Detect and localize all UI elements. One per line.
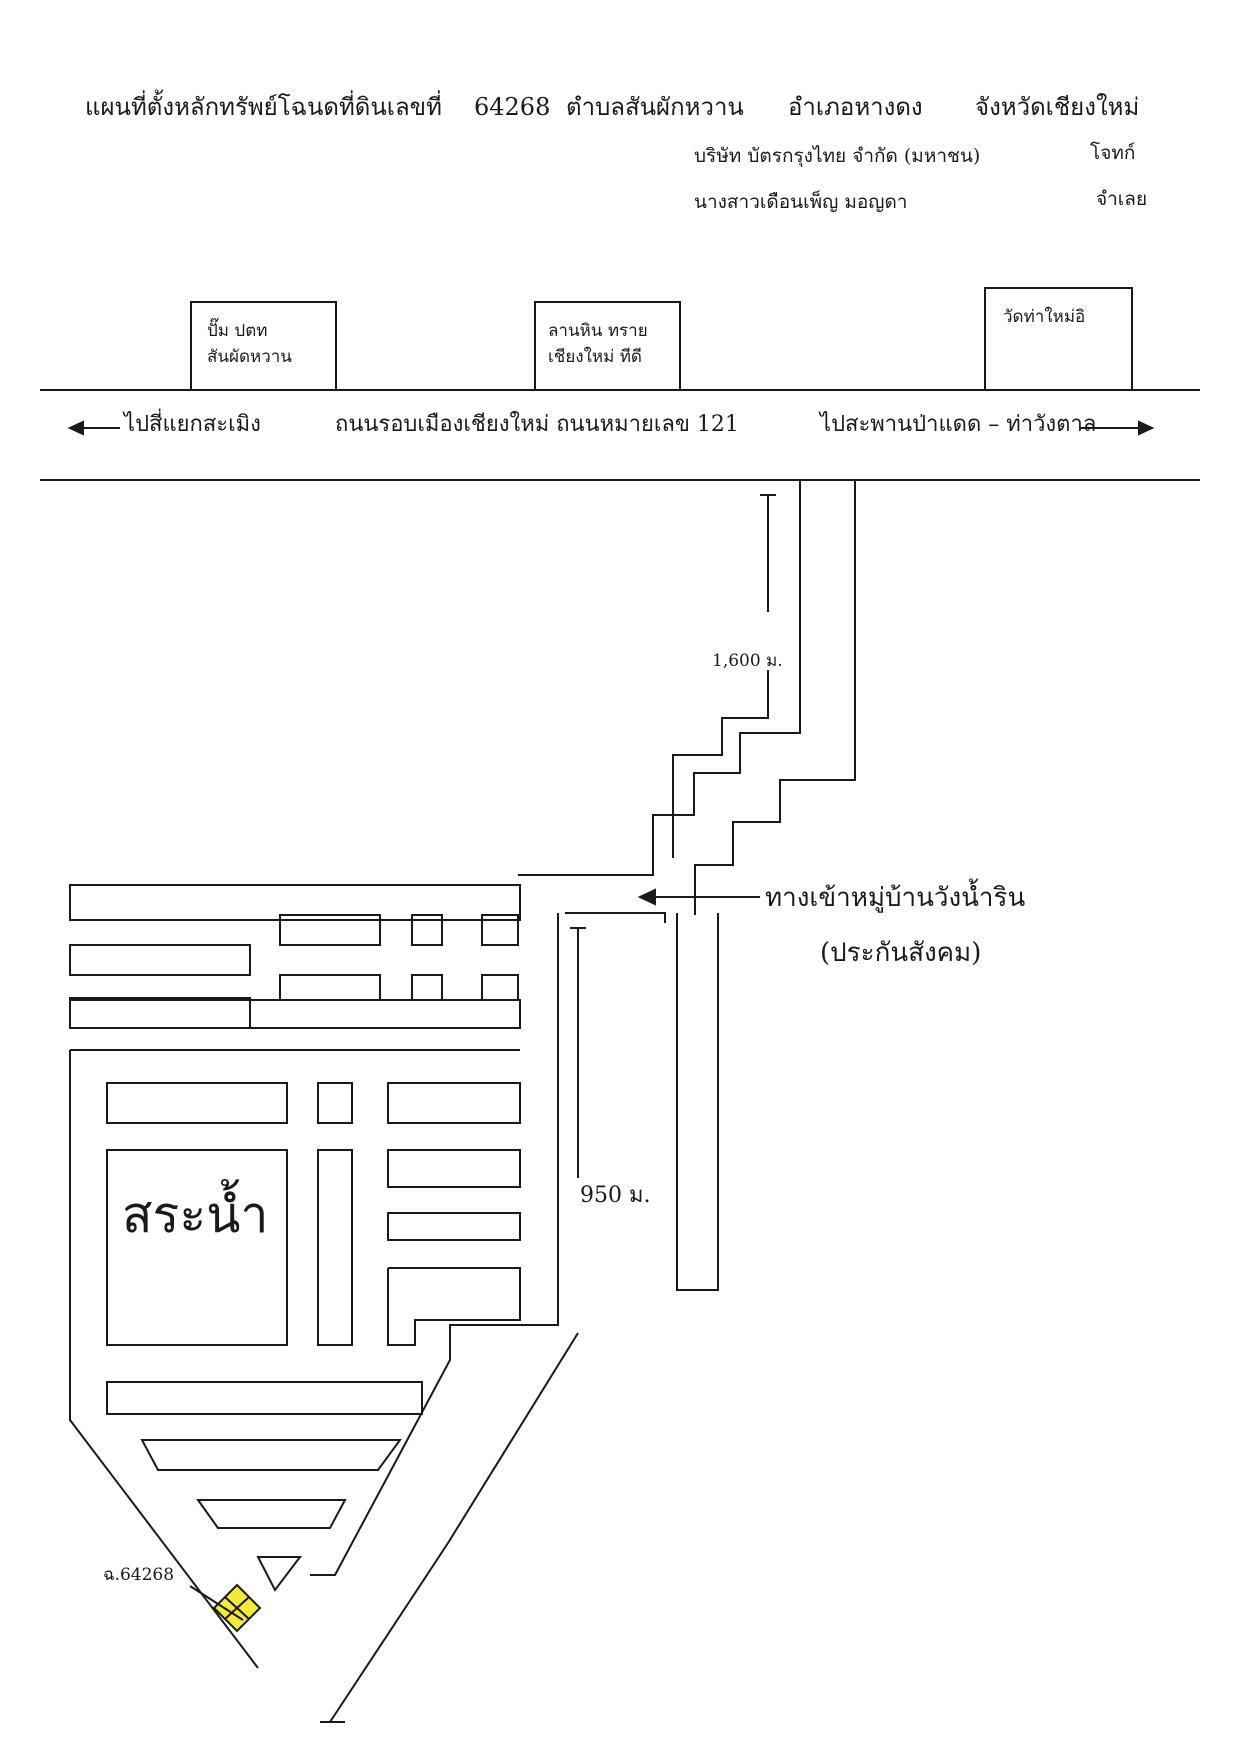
block-row3-a <box>69 997 251 1029</box>
block-row2-d <box>481 914 519 946</box>
province-label: จังหวัดเชียงใหม่ <box>975 93 1140 121</box>
block-mid-2 <box>317 1082 353 1124</box>
block-row4 <box>69 999 521 1029</box>
pond-label: สระน้ำ <box>122 1186 269 1244</box>
distance-main-lane: 1,600 ม. <box>712 651 783 671</box>
village-entrance-sub: (ประกันสังคม) <box>820 938 982 968</box>
defendant-role: จำเลย <box>1096 188 1148 210</box>
stone-sand-label: ลานหิน ทราย เชียงใหม่ ทีดี <box>548 321 648 368</box>
block-mid-4 <box>387 1149 521 1188</box>
defendant-name: นางสาวเดือนเพ็ญ มอญดา <box>694 191 908 213</box>
distance-inner-lane: 950 ม. <box>580 1183 651 1208</box>
deed-number: 64268 <box>474 93 551 121</box>
village-outer-east <box>310 913 559 1576</box>
road-left-direction: ไปสี่แยกสะเมิง <box>124 412 261 437</box>
block-row2-b <box>279 914 381 946</box>
village-south-east-edge <box>329 1332 579 1723</box>
block-low-1 <box>106 1381 423 1415</box>
left-arrow-head <box>67 420 84 436</box>
block-mid-1 <box>106 1082 288 1124</box>
block-low-4 <box>256 1556 303 1592</box>
pond-box <box>106 1149 288 1346</box>
block-mid-col <box>317 1149 353 1346</box>
block-mid-3 <box>387 1082 521 1124</box>
plot-marker-x2 <box>224 1596 250 1620</box>
block-row3-c <box>411 974 443 1001</box>
dim-1600-lower <box>672 670 769 858</box>
village-entrance-label: ทางเข้าหมู่บ้านวังน้ำริน <box>765 883 1026 913</box>
block-low-2 <box>140 1439 402 1471</box>
temple-label: วัดท่าใหม่อิ <box>1003 307 1086 327</box>
plaintiff-role: โจทก์ <box>1090 142 1136 164</box>
plot-leader <box>189 1585 244 1621</box>
right-arrow-head <box>1138 420 1155 436</box>
map-title: แผนที่ตั้งหลักทรัพย์โฉนดที่ดินเลขที่ <box>85 93 442 121</box>
lane-west-edge <box>518 480 801 876</box>
block-row2-c <box>411 914 443 946</box>
road-name: ถนนรอบเมืองเชียงใหม่ ถนนหมายเลข 121 <box>335 412 739 437</box>
village-west-edge <box>69 1050 259 1669</box>
gas-station-label: ปั๊ม ปตท สันผัดหวาน <box>207 321 292 368</box>
block-mid-5 <box>387 1212 521 1241</box>
block-row3-d <box>481 974 519 1001</box>
block-row1-a <box>69 884 521 921</box>
long-lane-east <box>676 913 719 1291</box>
entrance-arrow-head <box>637 888 656 906</box>
block-low-3 <box>196 1499 347 1529</box>
block-row2-a <box>69 944 251 976</box>
road-right-direction: ไปสะพานป่าแดด – ท่าวังตาล <box>820 412 1097 437</box>
subdistrict-label: ตำบลสันผักหวาน <box>566 93 744 121</box>
long-lane <box>565 912 666 923</box>
plot-label: ฉ.64268 <box>103 1565 175 1585</box>
block-mid-6 <box>387 1267 521 1346</box>
lane-east-edge <box>694 480 856 915</box>
block-row3-b <box>279 974 381 1001</box>
plaintiff-name: บริษัท บัตรกรุงไทย จำกัด (มหาชน) <box>694 145 981 167</box>
district-label: อำเภอหางดง <box>788 93 923 121</box>
